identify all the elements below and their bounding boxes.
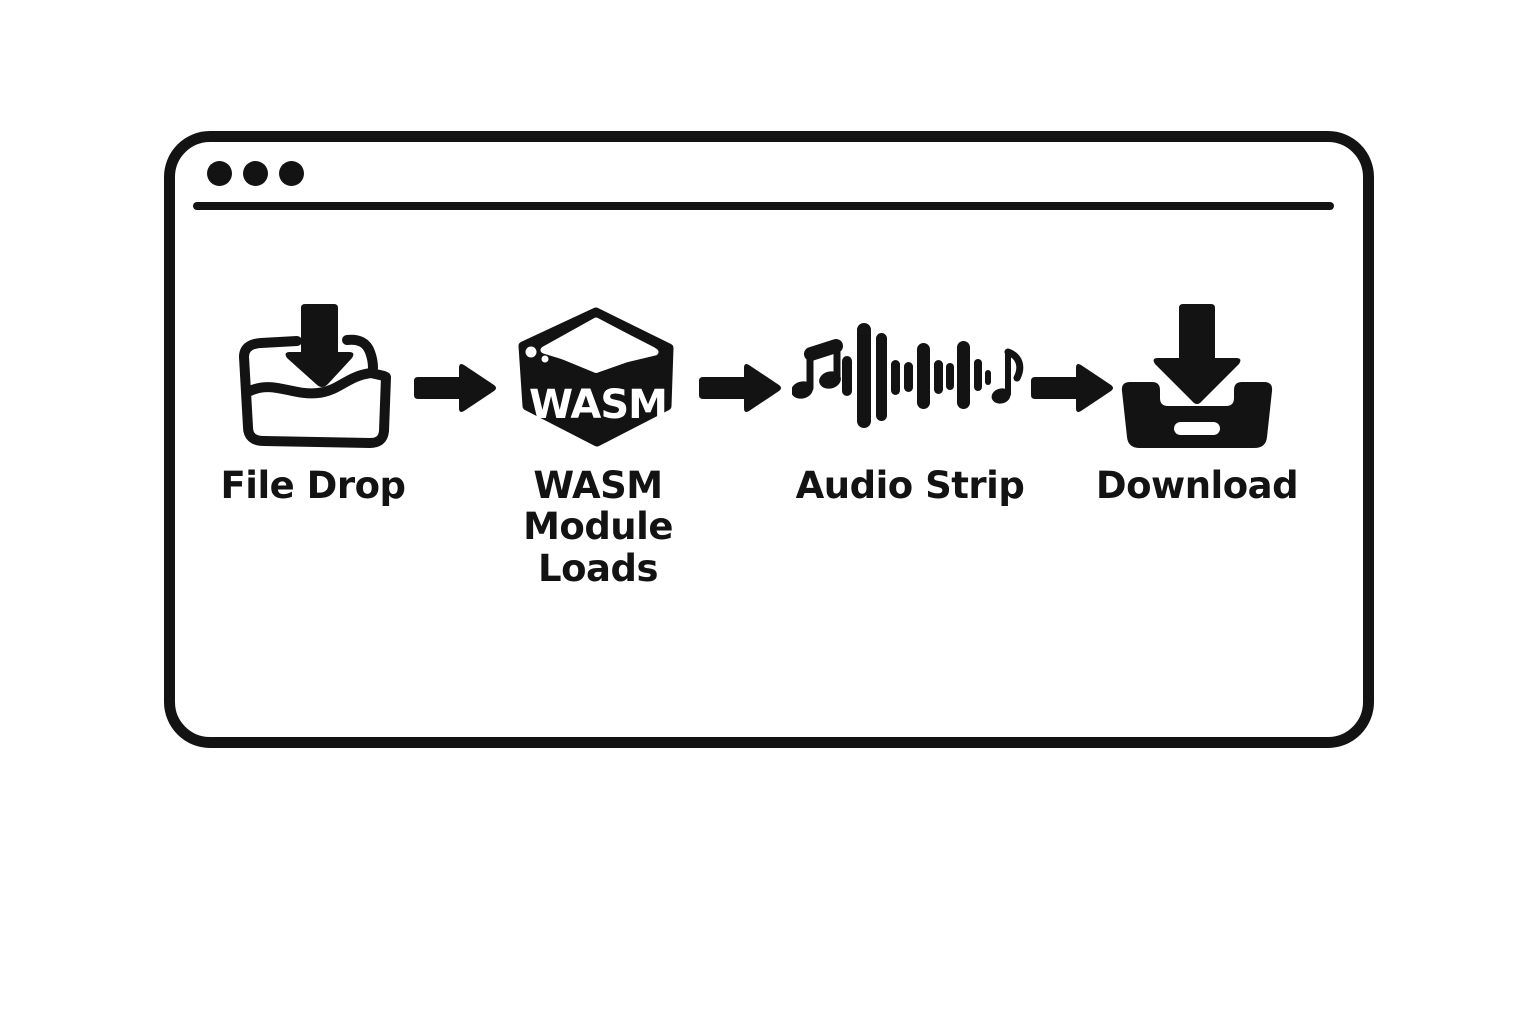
audio-waveform-icon [780,302,1040,452]
step-audio-strip: Audio Strip [780,302,1040,506]
step-download: Download [1077,302,1317,506]
titlebar-divider [193,202,1334,210]
wasm-cube-text: WASM [529,382,667,428]
wasm-cube-icon: WASM [458,302,738,452]
step-label: WASM Module Loads [523,464,673,590]
window-titlebar [207,161,304,186]
download-tray-icon [1077,302,1317,452]
window-dot-icon[interactable] [243,161,268,186]
step-label: Audio Strip [795,464,1025,507]
arrow-right-icon [699,364,781,412]
arrow-right-icon [414,364,496,412]
window-dot-icon[interactable] [207,161,232,186]
browser-window: File Drop WASM [164,131,1374,748]
step-file-drop: File Drop [193,302,433,506]
step-label: File Drop [220,464,406,507]
arrow-right-icon [1031,364,1113,412]
window-dot-icon[interactable] [279,161,304,186]
file-drop-folder-icon [193,302,433,452]
step-label: Download [1095,464,1299,507]
pipeline-flow-diagram: File Drop WASM [175,142,1363,737]
step-wasm-module: WASM WASM Module Loads [458,302,738,589]
